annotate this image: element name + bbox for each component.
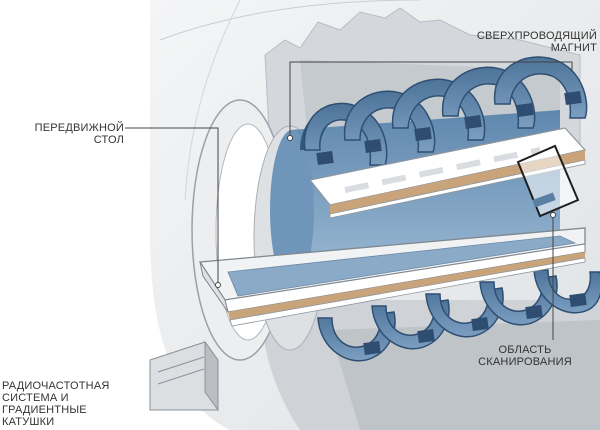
label-movable-table: ПЕРЕДВИЖНОЙ СТОЛ [34,122,124,146]
magnet-coils-lower [317,269,600,362]
label-superconducting-magnet: СВЕРХПРОВОДЯЩИЙ МАГНИТ [476,30,597,54]
leader-magnet [289,61,573,138]
label-rf-system: РАДИОЧАСТОТНАЯ СИСТЕМА И ГРАДИЕНТНЫЕ КАТ… [2,380,110,428]
leader-lines [125,61,573,340]
table-pedestal [149,340,219,412]
movable-table [198,227,586,327]
magnet-coils-upper [300,56,588,166]
scan-area-frame [516,144,580,218]
leader-table [125,127,219,285]
label-scan-area: ОБЛАСТЬ СКАНИРОВАНИЯ [478,344,572,368]
